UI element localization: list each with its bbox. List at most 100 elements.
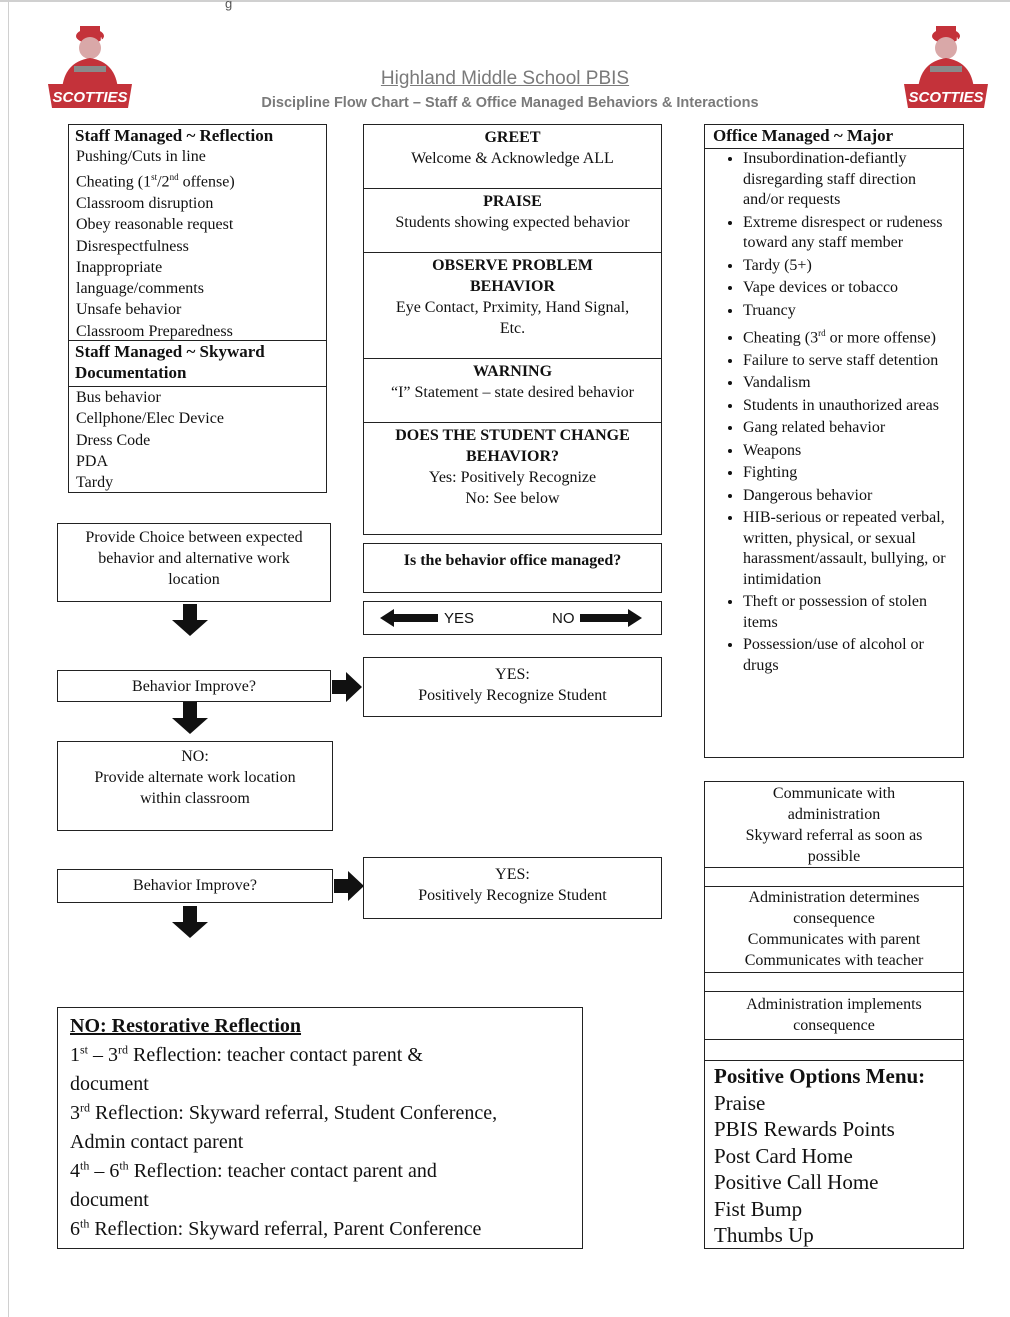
observe-title-1: OBSERVE PROBLEM — [432, 257, 593, 274]
svg-text:SCOTTIES: SCOTTIES — [52, 89, 127, 106]
restorative-line-1: 1st – 3rd Reflection: teacher contact pa… — [70, 1042, 423, 1066]
cut-text: g — [225, 0, 233, 11]
left-arrow-icon — [380, 609, 438, 627]
center-flow-box: GREET Welcome & Acknowledge ALL PRAISE S… — [363, 124, 662, 535]
left-border — [8, 0, 9, 1317]
provide-choice-box: Provide Choice between expected behavior… — [57, 523, 331, 602]
staff-reflection-section: Staff Managed ~ Reflection Pushing/Cuts … — [69, 125, 326, 341]
greet-section: GREET Welcome & Acknowledge ALL — [364, 125, 661, 189]
list-item: HIB-serious or repeated verbal, written,… — [743, 508, 957, 590]
warning-text: “I” Statement – state desired behavior — [390, 384, 634, 401]
list-item: Possession/use of alcohol or drugs — [743, 635, 957, 676]
greet-title: GREET — [484, 129, 541, 146]
list-item: Positive Call Home — [714, 1170, 879, 1194]
office-major-title: Office Managed ~ Major — [713, 126, 894, 145]
choice-line-3: location — [168, 571, 220, 588]
observe-section: OBSERVE PROBLEM BEHAVIOR Eye Contact, Pr… — [364, 253, 661, 359]
step2-line-2: consequence — [793, 910, 875, 927]
staff-reflection-list: Pushing/Cuts in line Cheating (1st/2nd o… — [69, 146, 326, 342]
top-border: g — [0, 0, 1010, 12]
list-item: Obey reasonable request — [76, 216, 234, 234]
yes-title-2: YES: — [495, 866, 530, 883]
praise-title: PRAISE — [483, 193, 542, 210]
list-item: Post Card Home — [714, 1143, 853, 1168]
no-label: NO — [552, 610, 575, 627]
office-major-list: Insubordination-defiantly disregarding s… — [705, 149, 963, 676]
list-item: Pushing/Cuts in line — [76, 148, 206, 165]
list-item: Fist Bump — [714, 1196, 803, 1221]
observe-text-2: Etc. — [499, 320, 526, 337]
observe-text-1: Eye Contact, Prximity, Hand Signal, — [395, 299, 630, 316]
list-item: Dress Code — [76, 431, 151, 449]
list-item: Students in unauthorized areas — [743, 396, 957, 417]
positive-options-box: Positive Options Menu: Praise PBIS Rewar… — [704, 1060, 964, 1249]
list-item: Inappropriate — [76, 258, 163, 276]
list-item: Truancy — [743, 301, 957, 322]
step1-line-4: possible — [807, 848, 861, 865]
yes-recognize-box-2: YES: Positively Recognize Student — [363, 857, 662, 919]
right-arrow-icon — [332, 672, 362, 702]
change-no: No: See below — [465, 490, 560, 507]
list-item: Thumbs Up — [714, 1223, 814, 1247]
office-major-section: Insubordination-defiantly disregarding s… — [705, 149, 963, 676]
behavior-improve-box-2: Behavior Improve? — [57, 869, 333, 903]
step2-line-3: Communicates with parent — [747, 931, 921, 948]
restorative-line-7: 6th Reflection: Skyward referral, Parent… — [70, 1216, 482, 1240]
down-arrow-icon — [172, 702, 208, 734]
page-subtitle: Discipline Flow Chart – Staff & Office M… — [261, 95, 759, 111]
list-item: language/comments — [76, 280, 204, 298]
svg-text:HMS: HMS — [956, 38, 969, 44]
svg-text:SCOTTIES: SCOTTIES — [908, 89, 983, 106]
staff-skyward-list: Bus behavior Cellphone/Elec Device Dress… — [69, 387, 326, 493]
yes-no-box: YES NO — [363, 601, 662, 635]
warning-title: WARNING — [472, 363, 553, 380]
office-major-header: Office Managed ~ Major — [705, 125, 963, 149]
list-item: Fighting — [743, 463, 957, 484]
list-item: Weapons — [743, 441, 957, 462]
staff-skyward-header: Staff Managed ~ Skyward Documentation — [69, 341, 326, 387]
office-question: Is the behavior office managed? — [403, 552, 622, 569]
yes-title-1: YES: — [495, 666, 530, 683]
restorative-line-4: Admin contact parent — [70, 1131, 244, 1153]
list-item: Vandalism — [743, 373, 957, 394]
list-item: Theft or possession of stolen items — [743, 592, 957, 633]
office-step-3: Administration implements consequence — [705, 992, 963, 1040]
list-item: Disrespectfulness — [76, 237, 189, 255]
scotties-logo-left: SCOTTIES HMS — [44, 12, 136, 112]
step3-line-1: Administration implements — [746, 996, 922, 1013]
scotties-logo-right: SCOTTIES HMS — [900, 12, 992, 112]
change-title-2: BEHAVIOR? — [465, 448, 560, 465]
staff-managed-box: Staff Managed ~ Reflection Pushing/Cuts … — [68, 124, 327, 493]
change-yes: Yes: Positively Recognize — [428, 469, 597, 486]
praise-section: PRAISE Students showing expected behavio… — [364, 189, 661, 253]
list-item: Extreme disrespect or rudeness toward an… — [743, 213, 957, 254]
step1-line-3: Skyward referral as soon as — [745, 827, 923, 844]
list-item: Bus behavior — [76, 389, 161, 406]
yes-recognize-box-1: YES: Positively Recognize Student — [363, 657, 662, 717]
no-text-1: Provide alternate work location — [94, 769, 296, 786]
change-title-1: DOES THE STUDENT CHANGE — [395, 427, 630, 444]
behavior-improve-2: Behavior Improve? — [133, 877, 257, 894]
list-item: Cheating (3rd or more offense) — [743, 323, 957, 349]
list-item: Dangerous behavior — [743, 486, 957, 507]
down-arrow-icon — [172, 604, 208, 636]
page-title: Highland Middle School PBIS — [380, 68, 630, 89]
list-item: Classroom disruption — [76, 194, 214, 212]
list-item: Vape devices or tobacco — [743, 278, 957, 299]
restorative-line-2: document — [70, 1073, 149, 1095]
choice-line-1: Provide Choice between expected — [85, 529, 303, 546]
step2-line-1: Administration determines — [748, 889, 920, 906]
list-item: Cheating (1st/2nd offense) — [76, 172, 235, 191]
office-steps-box: Communicate with administration Skyward … — [704, 781, 964, 1061]
list-item: Gang related behavior — [743, 418, 957, 439]
warning-section: WARNING “I” Statement – state desired be… — [364, 359, 661, 423]
staff-skyward-title-1: Staff Managed ~ Skyward — [75, 342, 265, 361]
change-section: DOES THE STUDENT CHANGE BEHAVIOR? Yes: P… — [364, 423, 661, 509]
restorative-line-5: 4th – 6th Reflection: teacher contact pa… — [70, 1158, 437, 1182]
yes-text-2: Positively Recognize Student — [418, 887, 607, 904]
restorative-line-3: 3rd Reflection: Skyward referral, Studen… — [70, 1100, 498, 1124]
spacer-row — [705, 868, 963, 887]
choice-line-2: behavior and alternative work — [98, 550, 290, 567]
behavior-improve-1: Behavior Improve? — [132, 678, 256, 695]
yes-text-1: Positively Recognize Student — [418, 687, 607, 704]
